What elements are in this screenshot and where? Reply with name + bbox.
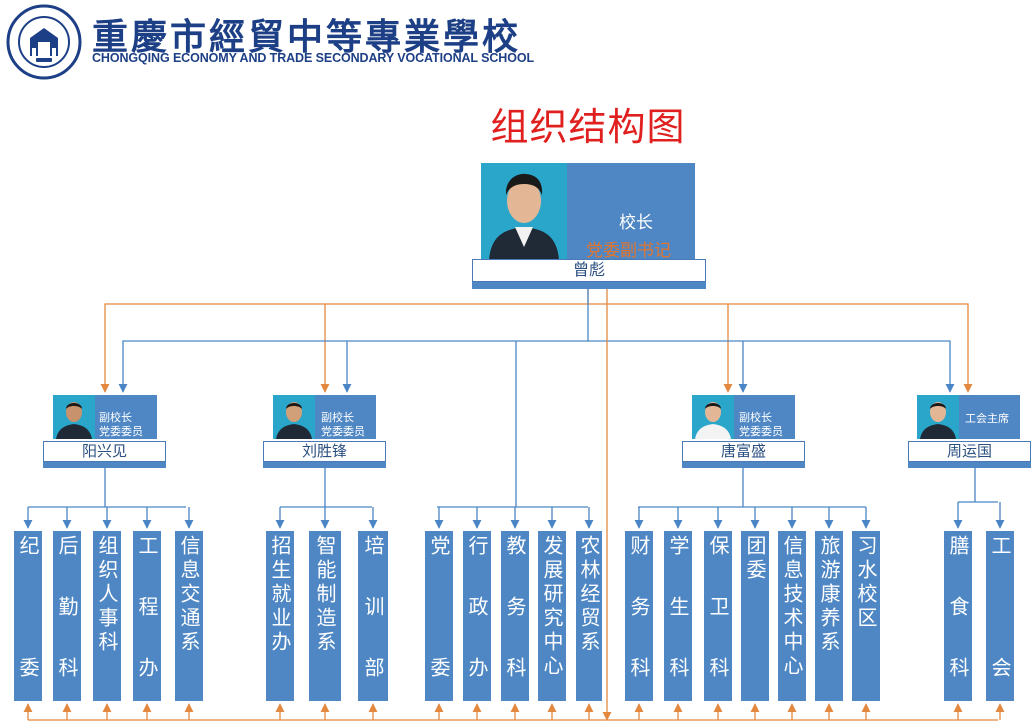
department-box: 教务科: [501, 531, 529, 701]
department-box: 工会: [986, 531, 1014, 701]
vice-photo-4: [917, 395, 959, 439]
department-box: 发展研究中心: [538, 531, 566, 701]
department-label: 党委: [427, 535, 451, 681]
department-label: 工程办: [135, 535, 159, 681]
vice-photo-2: [273, 395, 315, 439]
vice-photo-1: [53, 395, 95, 439]
department-label: 信息交通系: [177, 535, 201, 655]
department-box: 信息交通系: [175, 531, 203, 701]
department-box: 智能制造系: [309, 531, 341, 701]
department-label: 膳食科: [946, 535, 970, 681]
principal-photo: [481, 163, 567, 260]
department-label: 招生就业办: [268, 535, 292, 655]
department-box: 旅游康养系: [815, 531, 843, 701]
department-box: 后勤科: [53, 531, 81, 701]
principal-title-principal: 校长: [619, 213, 653, 233]
vice-name-4: 周运国: [908, 441, 1031, 462]
department-label: 行政办: [465, 535, 489, 681]
department-box: 团委: [741, 531, 769, 701]
vice-title-2b: 党委委员: [321, 425, 365, 438]
department-box: 学生科: [664, 531, 692, 701]
department-label: 培训部: [361, 535, 385, 681]
vice-name-1: 阳兴见: [43, 441, 166, 462]
department-label: 保卫科: [706, 535, 730, 681]
department-box: 习水校区: [852, 531, 880, 701]
department-label: 财务科: [627, 535, 651, 681]
vice-name-3: 唐富盛: [682, 441, 805, 462]
department-label: 信息技术中心: [780, 535, 804, 679]
principal-name: 曾彪: [472, 259, 706, 282]
department-box: 培训部: [358, 531, 388, 701]
department-box: 招生就业办: [266, 531, 294, 701]
vice-title-4a: 工会主席: [965, 412, 1009, 425]
department-label: 组织人事科: [95, 535, 119, 655]
department-box: 工程办: [133, 531, 161, 701]
department-label: 纪委: [16, 535, 40, 681]
department-box: 行政办: [463, 531, 491, 701]
department-label: 团委: [743, 535, 767, 583]
department-label: 农林经贸系: [577, 535, 601, 655]
chart-title: 组织结构图: [490, 105, 686, 149]
department-label: 旅游康养系: [817, 535, 841, 655]
vice-title-3b: 党委委员: [739, 425, 783, 438]
school-logo: [6, 4, 82, 80]
department-label: 教务科: [503, 535, 527, 681]
department-box: 保卫科: [704, 531, 732, 701]
department-label: 后勤科: [55, 535, 79, 681]
school-name-english: CHONGQING ECONOMY AND TRADE SECONDARY VO…: [92, 51, 534, 65]
department-label: 智能制造系: [313, 535, 337, 655]
department-label: 习水校区: [854, 535, 878, 631]
vice-photo-3: [692, 395, 734, 439]
department-label: 学生科: [666, 535, 690, 681]
department-box: 农林经贸系: [576, 531, 602, 701]
principal-title-party: 党委副书记: [586, 241, 671, 261]
department-box: 党委: [425, 531, 453, 701]
department-box: 组织人事科: [93, 531, 121, 701]
vice-title-2a: 副校长: [321, 411, 354, 424]
department-box: 信息技术中心: [778, 531, 806, 701]
vice-title-1b: 党委委员: [99, 425, 143, 438]
department-label: 工会: [988, 535, 1012, 681]
department-box: 膳食科: [944, 531, 972, 701]
vice-name-2: 刘胜锋: [263, 441, 386, 462]
department-box: 纪委: [14, 531, 42, 701]
vice-title-1a: 副校长: [99, 411, 132, 424]
school-name-chinese: 重慶市經貿中等專業學校: [92, 16, 522, 58]
department-label: 发展研究中心: [540, 535, 564, 679]
vice-title-3a: 副校长: [739, 411, 772, 424]
department-box: 财务科: [625, 531, 653, 701]
